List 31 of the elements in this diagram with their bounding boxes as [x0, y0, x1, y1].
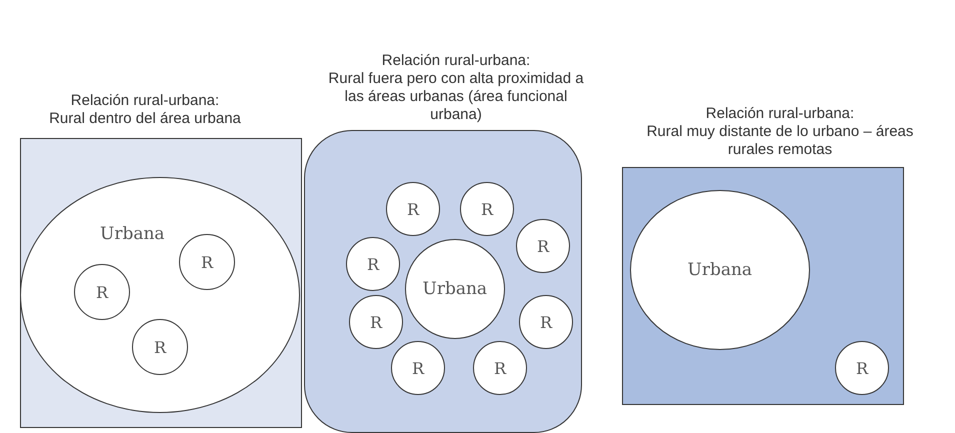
rural-label: R: [540, 312, 552, 332]
rural-circle: [516, 219, 570, 273]
rural-label: R: [412, 358, 424, 378]
panel-heading: Relación rural-urbana:: [380, 52, 532, 70]
urban-label: Urbana: [422, 279, 488, 299]
rural-label: R: [96, 282, 108, 302]
rural-circle: [386, 182, 440, 236]
urban-label: Urbana: [688, 260, 752, 280]
panel-description: Rural muy distante de lo urbano – áreas rurales remotas: [646, 123, 914, 159]
rural-circle: [473, 341, 527, 395]
panel-description: Rural dentro del área urbana: [48, 110, 242, 128]
rural-label: R: [370, 312, 382, 332]
rural-circle: [835, 341, 889, 395]
panel-heading: Relación rural-urbana:: [70, 92, 220, 110]
urban-label: Urbana: [100, 224, 165, 244]
urban-area-ellipse: [405, 239, 505, 339]
rural-circle: [519, 295, 573, 349]
rural-label: R: [856, 358, 868, 378]
rural-label: R: [407, 200, 420, 218]
rural-label: R: [367, 254, 380, 274]
rural-label: R: [494, 358, 506, 378]
rural-label: R: [154, 338, 166, 356]
panel-heading: Relación rural-urbana:: [704, 105, 856, 123]
rural-label: R: [481, 200, 494, 218]
panel-description: Rural fuera pero con alta proximidad a las áreas urbanas (área funcional urbana): [327, 70, 585, 124]
rural-label: R: [537, 236, 550, 256]
rural-circle: [460, 182, 514, 236]
rural-circle: [349, 295, 403, 349]
rural-circle: [346, 237, 400, 291]
rural-label: R: [201, 252, 214, 272]
rural-circle: [391, 341, 445, 395]
